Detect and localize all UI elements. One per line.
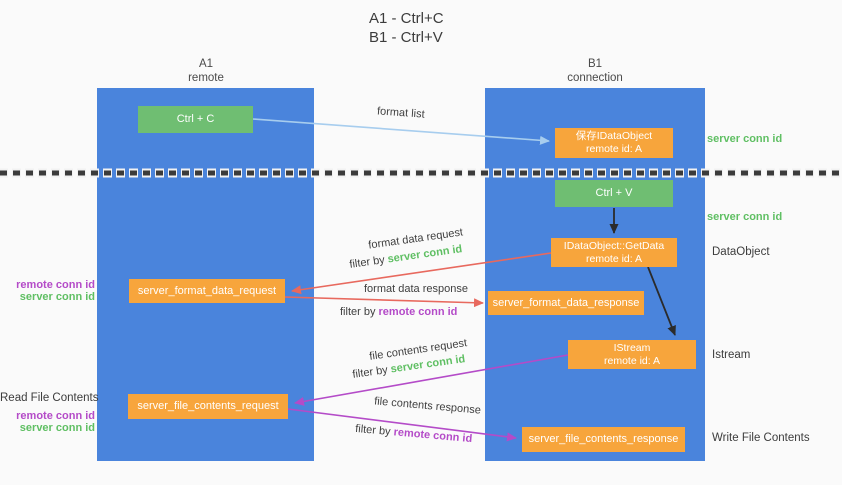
column-a1-subtitle: remote — [188, 72, 224, 84]
column-b1-name: B1 — [587, 58, 603, 70]
node-istream-line1: IStream — [613, 341, 651, 354]
title-line-2: B1 - Ctrl+V — [369, 29, 443, 46]
node-server-format-data-request: server_format_data_request — [129, 279, 285, 303]
label-format-list: format list — [376, 105, 426, 121]
annotation-left-bottom: remote conn id server conn id — [0, 410, 95, 434]
node-idataobject-getdata: IDataObject::GetData remote id: A — [551, 238, 677, 267]
node-save-idataobject-line2: remote id: A — [585, 143, 643, 155]
annotation-server-conn-id: server conn id — [19, 291, 95, 303]
annotation-write-file-contents: Write File Contents — [712, 432, 810, 444]
annotation-server-conn-id-top: server conn id — [707, 133, 783, 145]
node-ctrl-c: Ctrl + C — [138, 106, 253, 133]
arrow-format-data-response — [284, 296, 484, 308]
annotation-server-conn-id-mid: server conn id — [707, 211, 783, 223]
label-file-contents-response: file contents response — [373, 395, 482, 417]
title-line-1: A1 - Ctrl+C — [369, 10, 444, 27]
annotation-remote-conn-id: remote conn id — [16, 279, 95, 291]
diagram-title: A1 - Ctrl+C B1 - Ctrl+V — [369, 9, 444, 47]
node-ctrl-v: Ctrl + V — [555, 180, 673, 207]
label-format-data-response: format data response — [364, 283, 468, 295]
annotation-istream: Istream — [712, 349, 751, 361]
annotation-read-file-contents: Read File Contents — [0, 392, 99, 404]
filter-prefix: filter by — [348, 254, 386, 271]
annotation-remote-conn-id: remote conn id — [16, 410, 95, 422]
filter-remote-conn-id: remote conn id — [378, 306, 458, 318]
filter-prefix: filter by — [340, 306, 376, 318]
node-server-file-contents-request: server_file_contents_request — [128, 394, 288, 419]
filter-prefix: filter by — [354, 422, 392, 438]
filter-prefix: filter by — [351, 364, 389, 381]
label-filter-by-server-1: filter by server conn id — [349, 243, 463, 271]
annotation-dataobject: DataObject — [712, 246, 770, 258]
column-header-b1: B1 connection — [525, 57, 665, 85]
column-b1-subtitle: connection — [567, 72, 623, 84]
node-save-idataobject-line1: 保存IDataObject — [575, 130, 653, 142]
column-a1-name: A1 — [198, 58, 214, 70]
label-filter-by-remote-1: filter by remote conn id — [340, 306, 457, 318]
node-server-file-contents-response: server_file_contents_response — [522, 427, 685, 452]
node-istream-line2: remote id: A — [603, 354, 661, 367]
filter-remote-conn-id: remote conn id — [393, 426, 473, 446]
node-getdata-line2: remote id: A — [585, 252, 643, 265]
annotation-server-conn-id: server conn id — [19, 422, 95, 434]
node-save-idataobject: 保存IDataObject remote id: A — [555, 128, 673, 158]
node-getdata-line1: IDataObject::GetData — [563, 239, 665, 252]
annotation-left-mid: remote conn id server conn id — [0, 279, 95, 303]
label-filter-by-remote-2: filter by remote conn id — [355, 423, 473, 445]
column-header-a1: A1 remote — [136, 57, 276, 85]
node-istream: IStream remote id: A — [568, 340, 696, 369]
node-server-format-data-response: server_format_data_response — [488, 291, 644, 315]
